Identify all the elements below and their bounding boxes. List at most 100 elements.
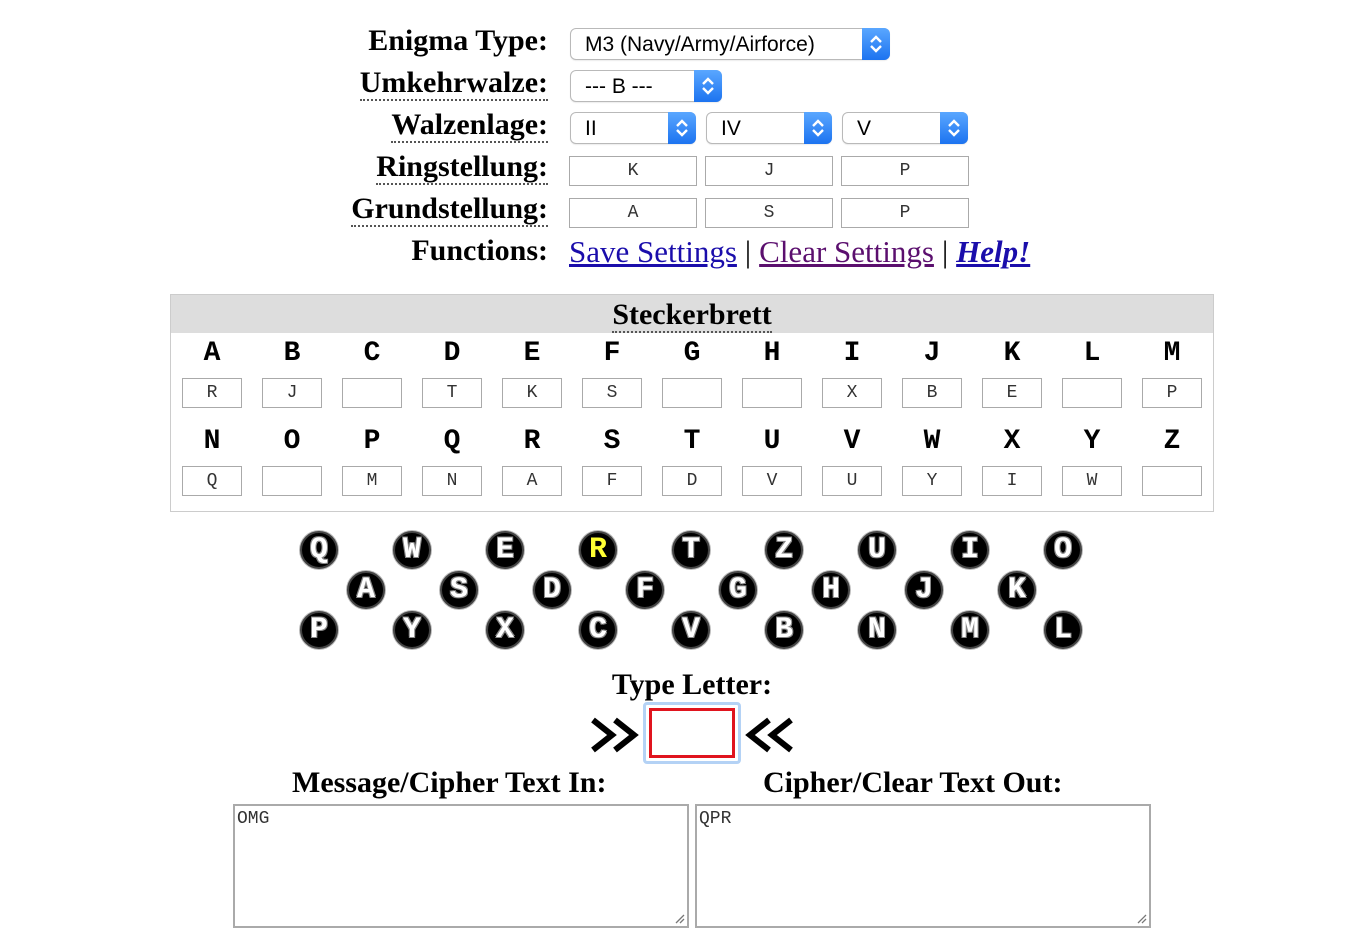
plug-input[interactable]: V xyxy=(742,466,802,496)
plug-letter: Q xyxy=(443,426,461,457)
ringstellung-2-input[interactable]: J xyxy=(705,156,833,186)
lamp-key[interactable]: T xyxy=(672,531,710,569)
plug-input[interactable]: M xyxy=(342,466,402,496)
walze-1-value: II xyxy=(585,117,597,140)
lamp-key[interactable]: N xyxy=(858,611,896,649)
chevron-updown-icon xyxy=(668,112,696,144)
plug-input[interactable]: A xyxy=(502,466,562,496)
functions-label: Functions: xyxy=(411,234,548,267)
steckerbrett-title: Steckerbrett xyxy=(171,295,1213,333)
lamp-key[interactable]: L xyxy=(1044,611,1082,649)
lamp-key[interactable]: U xyxy=(858,531,896,569)
message-out-textarea[interactable]: QPR xyxy=(695,804,1151,928)
plug-letter: O xyxy=(283,426,301,457)
plug-letter: D xyxy=(443,338,461,369)
ringstellung-3-input[interactable]: P xyxy=(841,156,969,186)
lamp-key[interactable]: B xyxy=(765,611,803,649)
plug-letter: R xyxy=(523,426,541,457)
plug-input[interactable]: E xyxy=(982,378,1042,408)
plug-letter: L xyxy=(1083,338,1101,369)
functions-links: Save Settings|Clear Settings|Help! xyxy=(569,234,1030,270)
plug-input[interactable]: Y xyxy=(902,466,962,496)
enigma-type-select[interactable]: M3 (Navy/Army/Airforce) xyxy=(570,28,890,60)
lamp-key[interactable]: Z xyxy=(765,531,803,569)
plug-input[interactable] xyxy=(342,378,402,408)
lamp-key[interactable]: S xyxy=(440,571,478,609)
lamp-key[interactable]: J xyxy=(905,571,943,609)
walze-3-select[interactable]: V xyxy=(842,112,968,144)
resize-grip-icon[interactable] xyxy=(1135,912,1147,924)
plug-input[interactable]: Q xyxy=(182,466,242,496)
plug-input[interactable]: X xyxy=(822,378,882,408)
message-in-label: Message/Cipher Text In: xyxy=(292,766,607,799)
plug-letter: J xyxy=(923,338,941,369)
lamp-key[interactable]: F xyxy=(626,571,664,609)
grundstellung-3-input[interactable]: P xyxy=(841,198,969,228)
save-settings-link[interactable]: Save Settings xyxy=(569,234,737,269)
lamp-key[interactable]: M xyxy=(951,611,989,649)
plug-letter: F xyxy=(603,338,621,369)
plug-input[interactable]: W xyxy=(1062,466,1122,496)
walzenlage-label: Walzenlage: xyxy=(391,108,548,143)
lamp-key[interactable]: E xyxy=(486,531,524,569)
plug-letter: I xyxy=(843,338,861,369)
plug-letter: E xyxy=(523,338,541,369)
lamp-key[interactable]: Q xyxy=(300,531,338,569)
lamp-key[interactable]: C xyxy=(579,611,617,649)
message-in-textarea[interactable]: OMG xyxy=(233,804,689,928)
umkehrwalze-select[interactable]: --- B --- xyxy=(570,70,722,102)
plug-input[interactable]: I xyxy=(982,466,1042,496)
plug-input[interactable]: P xyxy=(1142,378,1202,408)
lamp-key[interactable]: G xyxy=(719,571,757,609)
plug-input[interactable]: U xyxy=(822,466,882,496)
plug-input[interactable]: K xyxy=(502,378,562,408)
enigma-type-label: Enigma Type: xyxy=(368,24,548,57)
lamp-key[interactable]: X xyxy=(486,611,524,649)
plug-input[interactable] xyxy=(1142,466,1202,496)
lamp-key[interactable]: K xyxy=(998,571,1036,609)
plug-input[interactable]: T xyxy=(422,378,482,408)
plug-letter: V xyxy=(843,426,861,457)
plug-input[interactable]: S xyxy=(582,378,642,408)
double-chevron-right-icon xyxy=(591,717,639,753)
plug-input[interactable]: R xyxy=(182,378,242,408)
grundstellung-label: Grundstellung: xyxy=(351,192,548,227)
type-letter-input[interactable] xyxy=(649,708,735,758)
plug-letter: B xyxy=(283,338,301,369)
lamp-key[interactable]: O xyxy=(1044,531,1082,569)
help-link[interactable]: Help! xyxy=(956,234,1031,269)
separator: | xyxy=(941,234,949,269)
lamp-key[interactable]: W xyxy=(393,531,431,569)
lamp-key[interactable]: I xyxy=(951,531,989,569)
resize-grip-icon[interactable] xyxy=(673,912,685,924)
lamp-key[interactable]: H xyxy=(812,571,850,609)
plug-input[interactable]: N xyxy=(422,466,482,496)
plug-input[interactable]: J xyxy=(262,378,322,408)
lamp-key[interactable]: D xyxy=(533,571,571,609)
chevron-updown-icon xyxy=(862,28,890,60)
grundstellung-2-input[interactable]: S xyxy=(705,198,833,228)
lamp-key[interactable]: A xyxy=(347,571,385,609)
lamp-key[interactable]: P xyxy=(300,611,338,649)
plug-letter: X xyxy=(1003,426,1021,457)
grundstellung-1-input[interactable]: A xyxy=(569,198,697,228)
lamp-key[interactable]: R xyxy=(579,531,617,569)
lamp-key[interactable]: Y xyxy=(393,611,431,649)
plug-input[interactable] xyxy=(262,466,322,496)
separator: | xyxy=(744,234,752,269)
plug-letter: Z xyxy=(1163,426,1181,457)
lamp-key[interactable]: V xyxy=(672,611,710,649)
plug-letter: U xyxy=(763,426,781,457)
plug-input[interactable] xyxy=(662,378,722,408)
plug-input[interactable]: F xyxy=(582,466,642,496)
plug-input[interactable] xyxy=(1062,378,1122,408)
plug-input[interactable]: D xyxy=(662,466,722,496)
walze-2-select[interactable]: IV xyxy=(706,112,832,144)
plug-input[interactable] xyxy=(742,378,802,408)
ringstellung-1-input[interactable]: K xyxy=(569,156,697,186)
walze-1-select[interactable]: II xyxy=(570,112,696,144)
plug-letter: H xyxy=(763,338,781,369)
plug-input[interactable]: B xyxy=(902,378,962,408)
clear-settings-link[interactable]: Clear Settings xyxy=(759,234,934,269)
